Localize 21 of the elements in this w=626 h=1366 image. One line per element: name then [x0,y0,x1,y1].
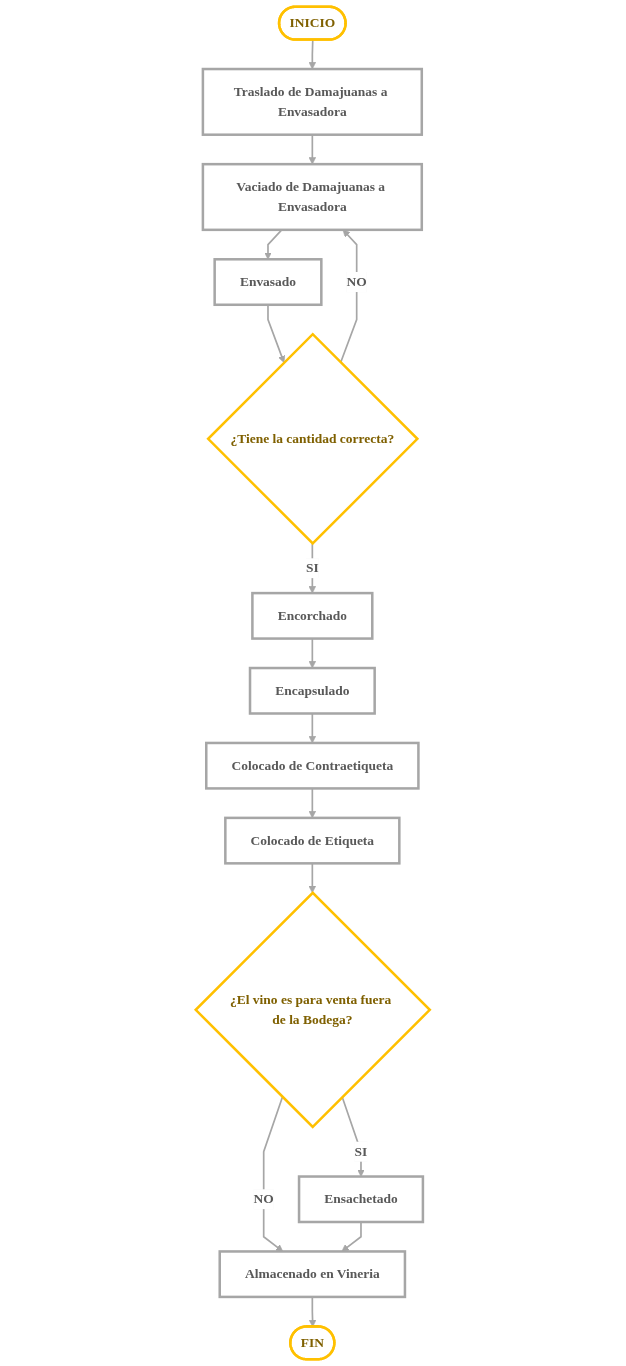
node-box: Envasado [213,258,323,307]
node-box: Ensachetado [298,1175,425,1224]
node-box: Encorchado [251,591,374,640]
node-diamond: ¿El vino es para venta fuera de la Bodega? [194,891,432,1129]
node-box: Vaciado de Damajuanas a Envasadora [201,162,424,232]
arrow [341,1096,365,1177]
arrow [341,1221,363,1252]
node-box: Encapsulado [249,666,377,715]
edge-label: SI [306,560,319,576]
node-box: Colocado de Etiqueta [224,816,401,865]
edge-label: SI [354,1144,368,1159]
arrow [263,1096,284,1252]
node-diamond: ¿Tiene la cantidad correcta? [206,332,420,546]
node-box: Traslado de Damajuanas a Envasadora [201,67,424,136]
arrow [264,229,283,260]
arrow [308,39,317,70]
node-box: Colocado de Contraetiqueta [205,741,420,790]
node-box: Almacenado en Vineria [218,1250,407,1299]
edge-label: NO [253,1191,275,1206]
arrow [340,229,358,364]
edge-label: NO [346,274,368,289]
